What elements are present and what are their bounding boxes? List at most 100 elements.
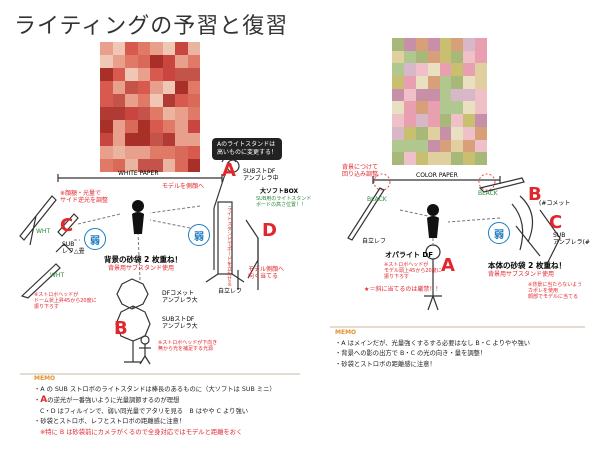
mosaic-tile	[187, 55, 200, 68]
mosaic-tile	[427, 126, 440, 140]
mosaic-tile	[439, 139, 452, 153]
mosaic-tile	[415, 38, 428, 51]
mosaic-tile	[162, 68, 175, 81]
mosaic-tile	[475, 139, 487, 153]
mosaic-tile	[392, 126, 404, 140]
df-comet-1: DFコメット	[162, 290, 195, 297]
strobe-note2-2: 無から光を補足する光源	[158, 346, 214, 352]
mosaic-tile	[125, 94, 138, 107]
color-paper-label: COLOR PAPER	[416, 172, 458, 179]
strobe-note-right-3: 振り下ろす	[384, 274, 410, 280]
mosaic-tile	[403, 76, 416, 89]
weak-marker-left: 弱	[84, 228, 106, 250]
bubble-line-1: Aのライトスタンドは	[217, 141, 276, 148]
strobe-note-right-1: ※ストロボヘッドが	[384, 262, 429, 268]
mosaic-tile	[137, 120, 150, 133]
mosaic-tile	[175, 159, 188, 172]
df-comet-2: アンブレラ大	[162, 297, 198, 304]
mosaic-tile	[475, 76, 487, 89]
mosaic-tile	[187, 42, 200, 55]
memo-left-line2-rest: の逆光が一番強いように光量調節するのが理想	[47, 397, 180, 404]
model-face-note: モデル側顔へ 向く当てる	[248, 266, 284, 280]
mosaic-tile	[403, 63, 416, 77]
side-strobe-2: サイド逆光を調整	[60, 197, 109, 204]
sub-stand-2: ボードの高さ位置！！	[256, 202, 307, 208]
model-side-note: モデルを側顔へ	[162, 183, 205, 190]
mosaic-tile	[112, 107, 125, 120]
black-label-left: BLACK	[367, 196, 387, 203]
sub-df-umbrella-mid: SUBストDF アンブレラ中	[243, 168, 279, 182]
mosaic-tile	[451, 63, 464, 77]
mosaic-tile	[162, 81, 175, 94]
sub-stand-note: SUB用のライトスタンド ボードの高さ位置！！	[256, 196, 311, 208]
bg-right-note-3: 顔部でモデルに当てる	[528, 294, 579, 300]
mosaic-tile	[112, 42, 125, 55]
model-face-2: 向く当てる	[248, 273, 279, 280]
mosaic-tile	[427, 114, 440, 127]
mosaic-tile	[150, 68, 163, 81]
mosaic-tile	[175, 68, 188, 81]
mosaic-tile	[112, 159, 125, 172]
mosaic-tile	[439, 88, 452, 102]
mosaic-tile	[451, 76, 464, 89]
mosaic-tile	[125, 42, 138, 55]
sub-right-2: アンブレラ(#	[553, 239, 590, 246]
sub-right-1: SUB	[553, 232, 566, 239]
sandbag-2: 背景用サブスタンド使用	[108, 265, 175, 272]
mosaic-tile	[439, 152, 452, 165]
bubble-line-2: 高いものに変更する！	[217, 149, 278, 156]
mosaic-tile	[112, 94, 125, 107]
mosaic-tile	[415, 88, 428, 102]
mosaic-tile	[463, 38, 476, 51]
mosaic-tile	[112, 55, 125, 68]
mosaic-tile	[475, 126, 487, 140]
mosaic-tile	[392, 101, 404, 115]
mosaic-tile	[100, 133, 113, 146]
mosaic-tile	[100, 94, 113, 107]
model-face-1: モデル側顔へ	[248, 266, 285, 273]
mosaic-tile	[415, 152, 428, 165]
mosaic-tile	[463, 114, 476, 127]
label-C-left: C	[60, 215, 74, 236]
mosaic-tile	[451, 38, 464, 51]
mosaic-tile	[150, 55, 163, 68]
mosaic-tile	[100, 146, 113, 159]
sub-stand-1: SUB用のライトスタンド	[256, 196, 312, 202]
sandbag-note-left: 背景の砂袋 2 枚重ね！ 背景用サブスタンド使用	[104, 256, 182, 272]
mosaic-tile	[463, 63, 476, 77]
page-title: ライティングの予習と復習	[14, 14, 289, 39]
mosaic-tile	[137, 159, 150, 172]
mosaic-tile	[137, 107, 150, 120]
sub-ref-1: SUB	[62, 241, 75, 248]
label-A-right: A	[441, 255, 455, 276]
mosaic-tile	[475, 50, 487, 64]
mosaic-tile	[112, 81, 125, 94]
sub-df-1: SUBストDF	[243, 168, 276, 175]
strobe-note-3: 振り下ろす	[34, 304, 60, 310]
mosaic-tile	[175, 94, 188, 107]
mosaic-tile	[439, 101, 452, 115]
mosaic-tile	[162, 107, 175, 120]
mosaic-tile	[427, 63, 440, 77]
mosaic-tile	[427, 50, 440, 64]
memo-right-head: MEMO	[335, 329, 357, 336]
strobe-note-left: ※ストロボヘッドが ドーム状上昇45から20度に 振り下ろす	[34, 292, 97, 310]
mosaic-tile	[137, 42, 150, 55]
bg-right-note-2: カポレを使用	[528, 288, 559, 294]
memo-left-head: MEMO	[34, 375, 56, 382]
mosaic-tile	[475, 63, 487, 77]
mosaic-tile	[463, 126, 476, 140]
mosaic-tile	[137, 133, 150, 146]
mosaic-tile	[427, 38, 440, 51]
mosaic-tile	[415, 114, 428, 127]
mosaic-tile	[392, 152, 404, 165]
mosaic-tile	[175, 120, 188, 133]
sandbag-right-2: 背景用サブスタンド使用	[488, 271, 555, 278]
mosaic-tile	[175, 146, 188, 159]
label-B-left: B	[114, 318, 128, 339]
mosaic-tile	[415, 50, 428, 64]
mosaic-tile	[125, 120, 138, 133]
mosaic-tile	[112, 120, 125, 133]
side-strobe-1: ※顔額・光量で	[60, 190, 102, 197]
